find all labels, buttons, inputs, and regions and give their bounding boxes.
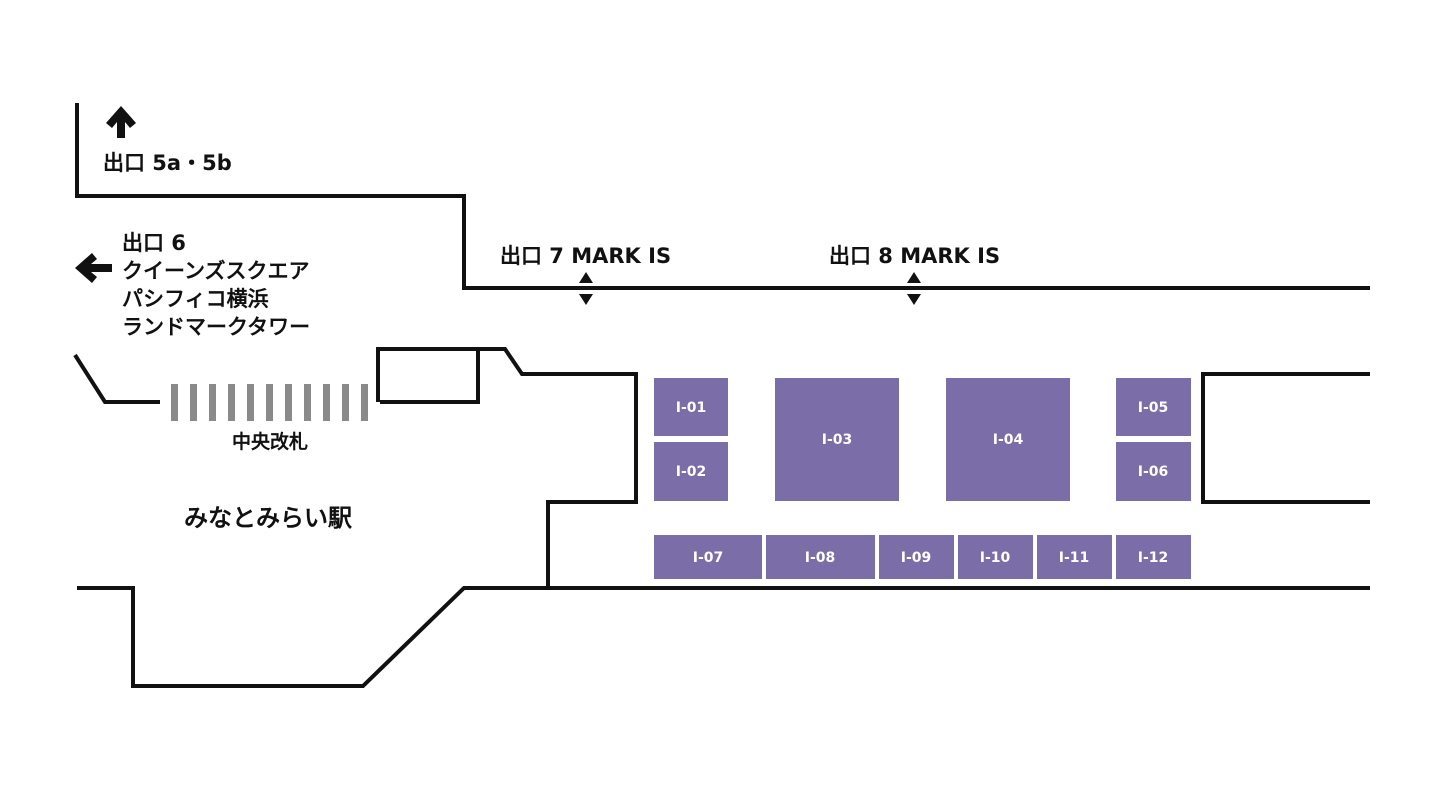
exit-5-label: 出口 5a・5b <box>103 151 232 175</box>
wall-upper-right <box>478 347 638 588</box>
booth-i-01[interactable]: I-01 <box>654 378 728 436</box>
exit-7-label: 出口 7 MARK IS <box>500 244 671 268</box>
exit-6-line: 出口 6 <box>122 231 186 255</box>
booth-i-03[interactable]: I-03 <box>775 378 899 501</box>
booth-label: I-06 <box>1138 464 1169 480</box>
arrow-left-icon <box>75 253 112 283</box>
exit-6-line: ランドマークタワー <box>122 315 310 339</box>
booth-i-10[interactable]: I-10 <box>958 535 1033 579</box>
gate-bar <box>209 384 216 421</box>
booth-i-08[interactable]: I-08 <box>766 535 875 579</box>
booth-i-12[interactable]: I-12 <box>1116 535 1191 579</box>
station-name-label: みなとみらい駅 <box>184 504 352 532</box>
booth-i-04[interactable]: I-04 <box>946 378 1070 501</box>
gate-bar <box>171 384 178 421</box>
booth-i-02[interactable]: I-02 <box>654 442 728 501</box>
walls <box>73 103 1370 688</box>
wall-lower <box>77 586 1370 688</box>
booth-label: I-11 <box>1059 550 1090 566</box>
wall-right-block <box>1201 372 1370 504</box>
booth-i-09[interactable]: I-09 <box>879 535 954 579</box>
booth-i-07[interactable]: I-07 <box>654 535 762 579</box>
booth-label: I-12 <box>1138 550 1169 566</box>
booth-i-11[interactable]: I-11 <box>1037 535 1112 579</box>
gate-bar <box>342 384 349 421</box>
gate-bar <box>361 384 368 421</box>
gate-bar <box>323 384 330 421</box>
exit-6-line: パシフィコ横浜 <box>122 287 269 311</box>
ticket-gates <box>171 384 368 421</box>
booth-label: I-09 <box>901 550 932 566</box>
booth-label: I-03 <box>822 432 853 448</box>
booth-i-05[interactable]: I-05 <box>1116 378 1191 436</box>
gate-bar <box>304 384 311 421</box>
booth-i-06[interactable]: I-06 <box>1116 442 1191 501</box>
wall-concourse-upper <box>73 353 160 404</box>
wall-after-gates <box>376 347 480 404</box>
exit-8-label: 出口 8 MARK IS <box>829 244 1000 268</box>
gate-bar <box>190 384 197 421</box>
exit-7-updown-icon <box>579 272 593 305</box>
booth-label: I-08 <box>805 550 836 566</box>
gate-bar <box>285 384 292 421</box>
booth-label: I-02 <box>676 464 707 480</box>
booth-label: I-04 <box>993 432 1024 448</box>
gate-bar <box>266 384 273 421</box>
booth-label: I-10 <box>980 550 1011 566</box>
exit-8-updown-icon <box>907 272 921 305</box>
arrow-up-icon <box>106 106 136 138</box>
booth-label: I-01 <box>676 400 707 416</box>
booth-label: I-07 <box>693 550 724 566</box>
booth-label: I-05 <box>1138 400 1169 416</box>
booths: I-01 I-02 I-03 I-04 I-05 I-06 I-07 I-08 <box>654 378 1191 579</box>
gate-bar <box>247 384 254 421</box>
exit-6-line: クイーンズスクエア <box>122 259 310 283</box>
central-gate-label: 中央改札 <box>232 430 308 453</box>
wall-exit5-corridor <box>75 103 1370 290</box>
gate-bar <box>228 384 235 421</box>
exit-6-label: 出口 6 クイーンズスクエア パシフィコ横浜 ランドマークタワー <box>122 231 310 339</box>
